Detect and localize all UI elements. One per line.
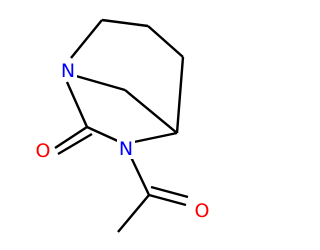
bond-c8-o1-a (54, 125, 88, 150)
bond-c8-o1-b (57, 132, 93, 156)
bond-n1-c8 (65, 81, 89, 128)
nitrogen-atom-label: N (61, 60, 75, 82)
bond-c2-c3 (101, 18, 149, 28)
bond-c9-o2-a (148, 193, 187, 207)
bond-lines (54, 18, 189, 233)
bond-c8-n2 (86, 125, 121, 144)
bond-n1-c2 (70, 19, 103, 59)
molecule-structure-diagram: N N O O (34, 18, 211, 233)
nitrogen-atom-label: N (119, 138, 133, 160)
bond-c9-o2-b (150, 185, 189, 199)
oxygen-atom-label: O (195, 200, 210, 222)
oxygen-atom-label: O (36, 140, 51, 162)
bond-c9-c10 (117, 194, 150, 233)
bond-n1-c7 (75, 74, 126, 92)
atom-labels: N N O O (34, 60, 211, 222)
bond-n2-c9 (128, 154, 151, 196)
bond-c3-c4 (147, 25, 184, 58)
bond-c7-c5 (124, 89, 178, 134)
bond-c4-c5 (175, 56, 185, 134)
bond-n2-c5 (133, 131, 178, 144)
